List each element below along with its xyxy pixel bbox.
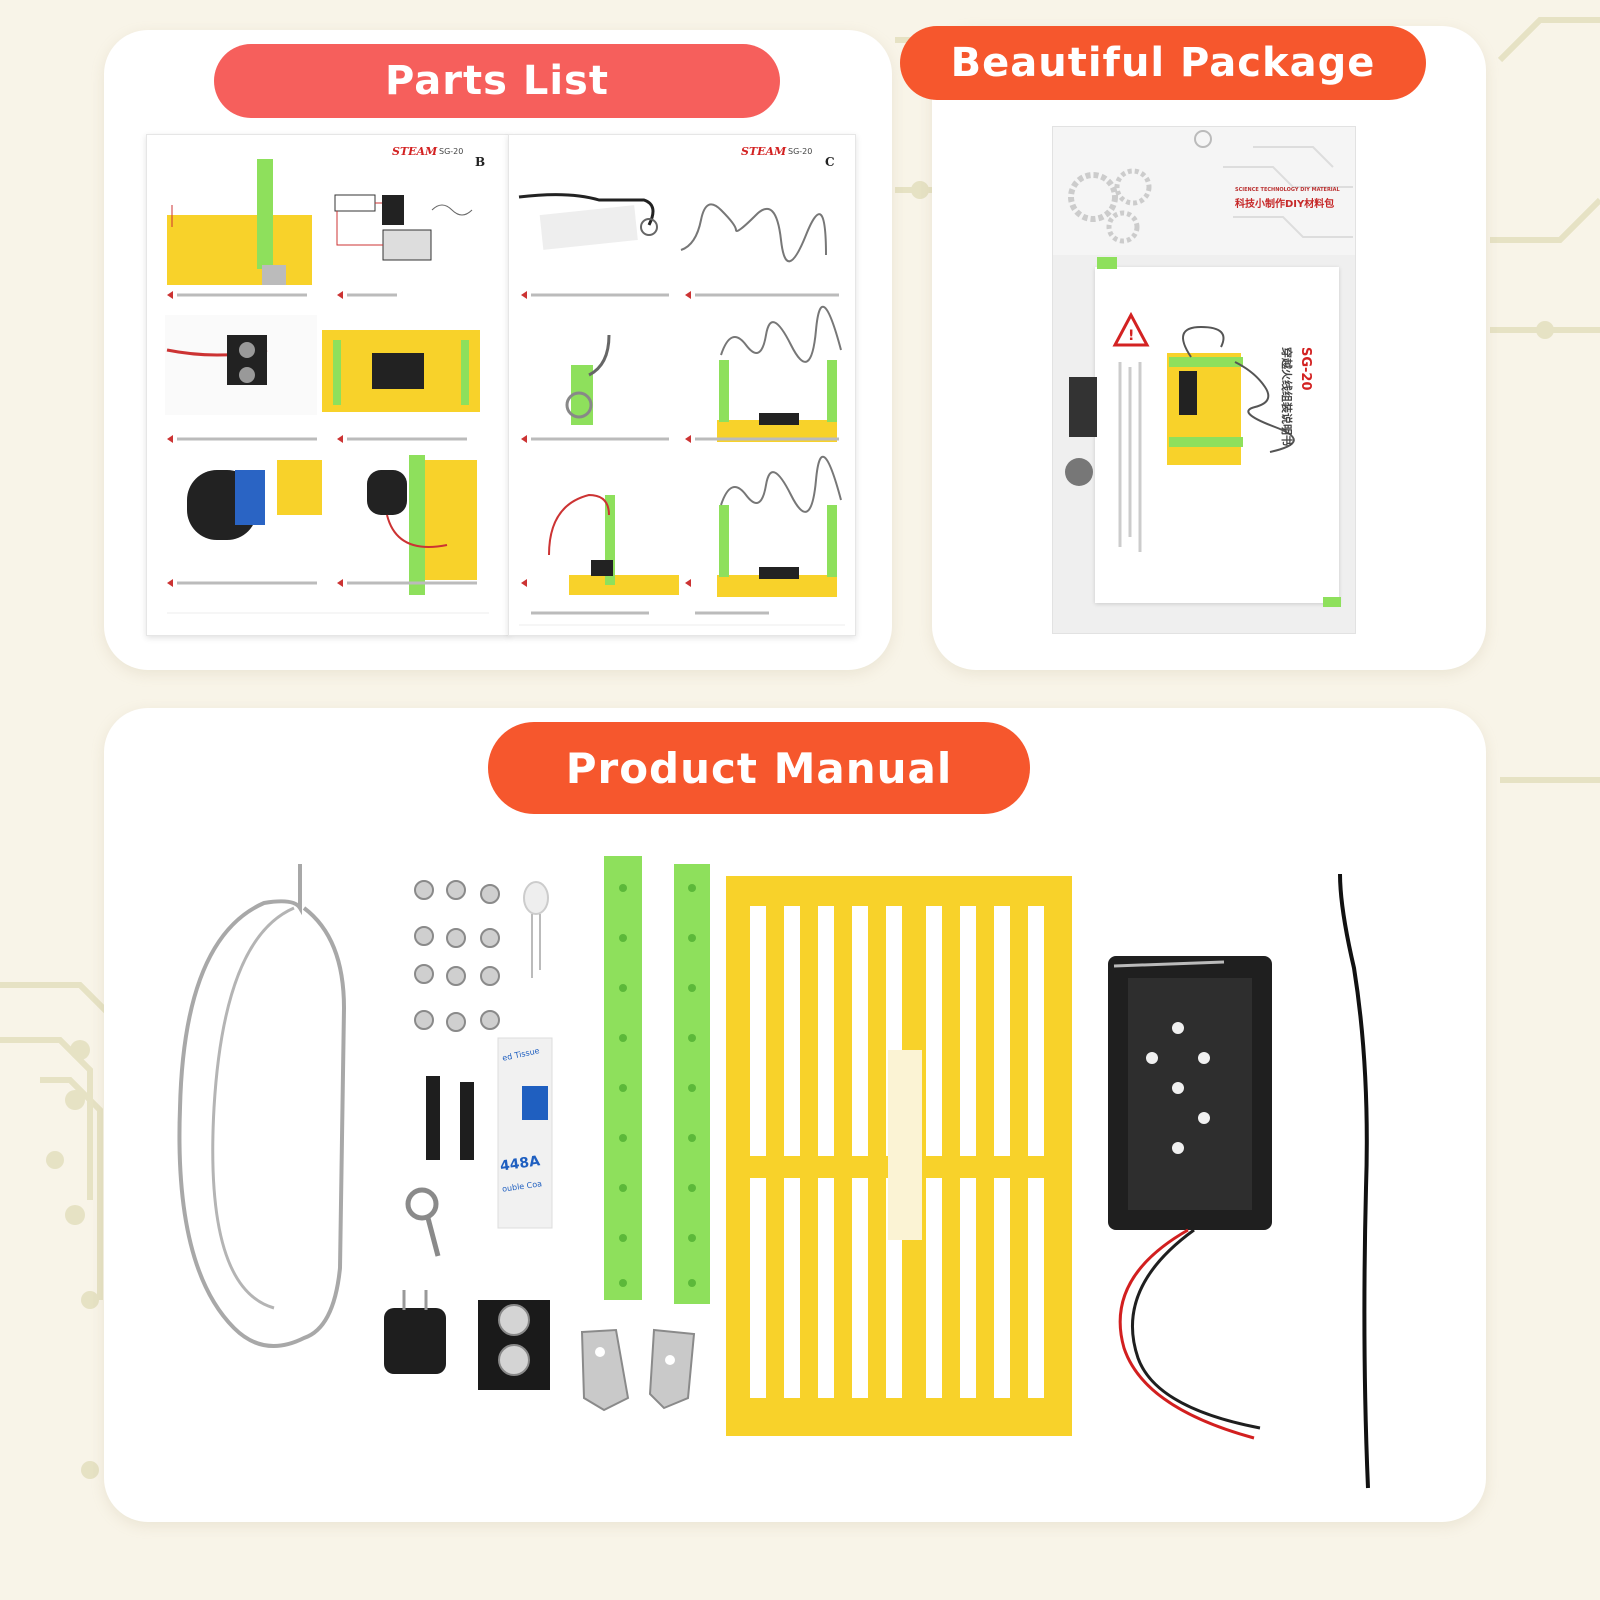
package-header: SCIENCE TECHNOLOGY DIY MATERIAL 科技小制作DIY… xyxy=(1053,127,1355,255)
bag-contents xyxy=(1065,257,1341,607)
metal-bracket xyxy=(648,1328,696,1410)
package-card: Beautiful Package SCIENCE TECHNOLOGY DIY… xyxy=(900,26,1486,670)
page-b-model: SG-20 xyxy=(439,147,464,156)
package-tagline: SCIENCE TECHNOLOGY DIY MATERIAL xyxy=(1235,187,1340,193)
kit-parts-layout xyxy=(177,856,1370,1489)
steel-wire xyxy=(177,864,347,1348)
product-manual-card: Product Manual xyxy=(104,708,1486,1522)
page-c-brand: STEAM xyxy=(741,145,787,158)
screw-eye xyxy=(405,1187,439,1221)
led xyxy=(523,881,549,915)
gears-decoration xyxy=(1068,130,1353,244)
manual-page-c: STEAM SG-20 C xyxy=(508,134,856,636)
heat-shrink-tube xyxy=(460,1082,474,1160)
screws xyxy=(414,880,500,1032)
foam-block xyxy=(888,1050,922,1240)
booklet-illustration: ! xyxy=(1112,311,1295,552)
package-logo: 科技小制作DIY材料包 xyxy=(1235,199,1335,210)
double-sided-tape xyxy=(497,1037,553,1229)
parts-list-label: Parts List xyxy=(214,44,780,118)
heat-shrink-tube xyxy=(426,1076,440,1160)
manual-page-b: STEAM SG-20 B xyxy=(146,134,510,636)
page-c-steps xyxy=(518,193,845,626)
page-b-brand: STEAM xyxy=(392,145,438,158)
page-c-model: SG-20 xyxy=(788,147,813,156)
beautiful-package-label: Beautiful Package xyxy=(900,26,1426,100)
page-b-letter: B xyxy=(475,155,486,169)
page-c-letter: C xyxy=(825,155,835,169)
parts-list-card: Parts List STEAM SG-20 B xyxy=(104,30,892,670)
package-bag: SCIENCE TECHNOLOGY DIY MATERIAL 科技小制作DIY… xyxy=(1052,126,1356,634)
black-wire xyxy=(1338,873,1370,1489)
package-booklet: ! SG-20 穿越火线组装说明书 xyxy=(1095,267,1339,603)
green-bar xyxy=(604,856,642,1300)
page-b-steps xyxy=(165,159,489,614)
buzzer xyxy=(384,1308,446,1374)
metal-bracket xyxy=(580,1328,630,1412)
product-manual-label: Product Manual xyxy=(488,722,1030,814)
svg-text:!: ! xyxy=(1128,328,1134,344)
